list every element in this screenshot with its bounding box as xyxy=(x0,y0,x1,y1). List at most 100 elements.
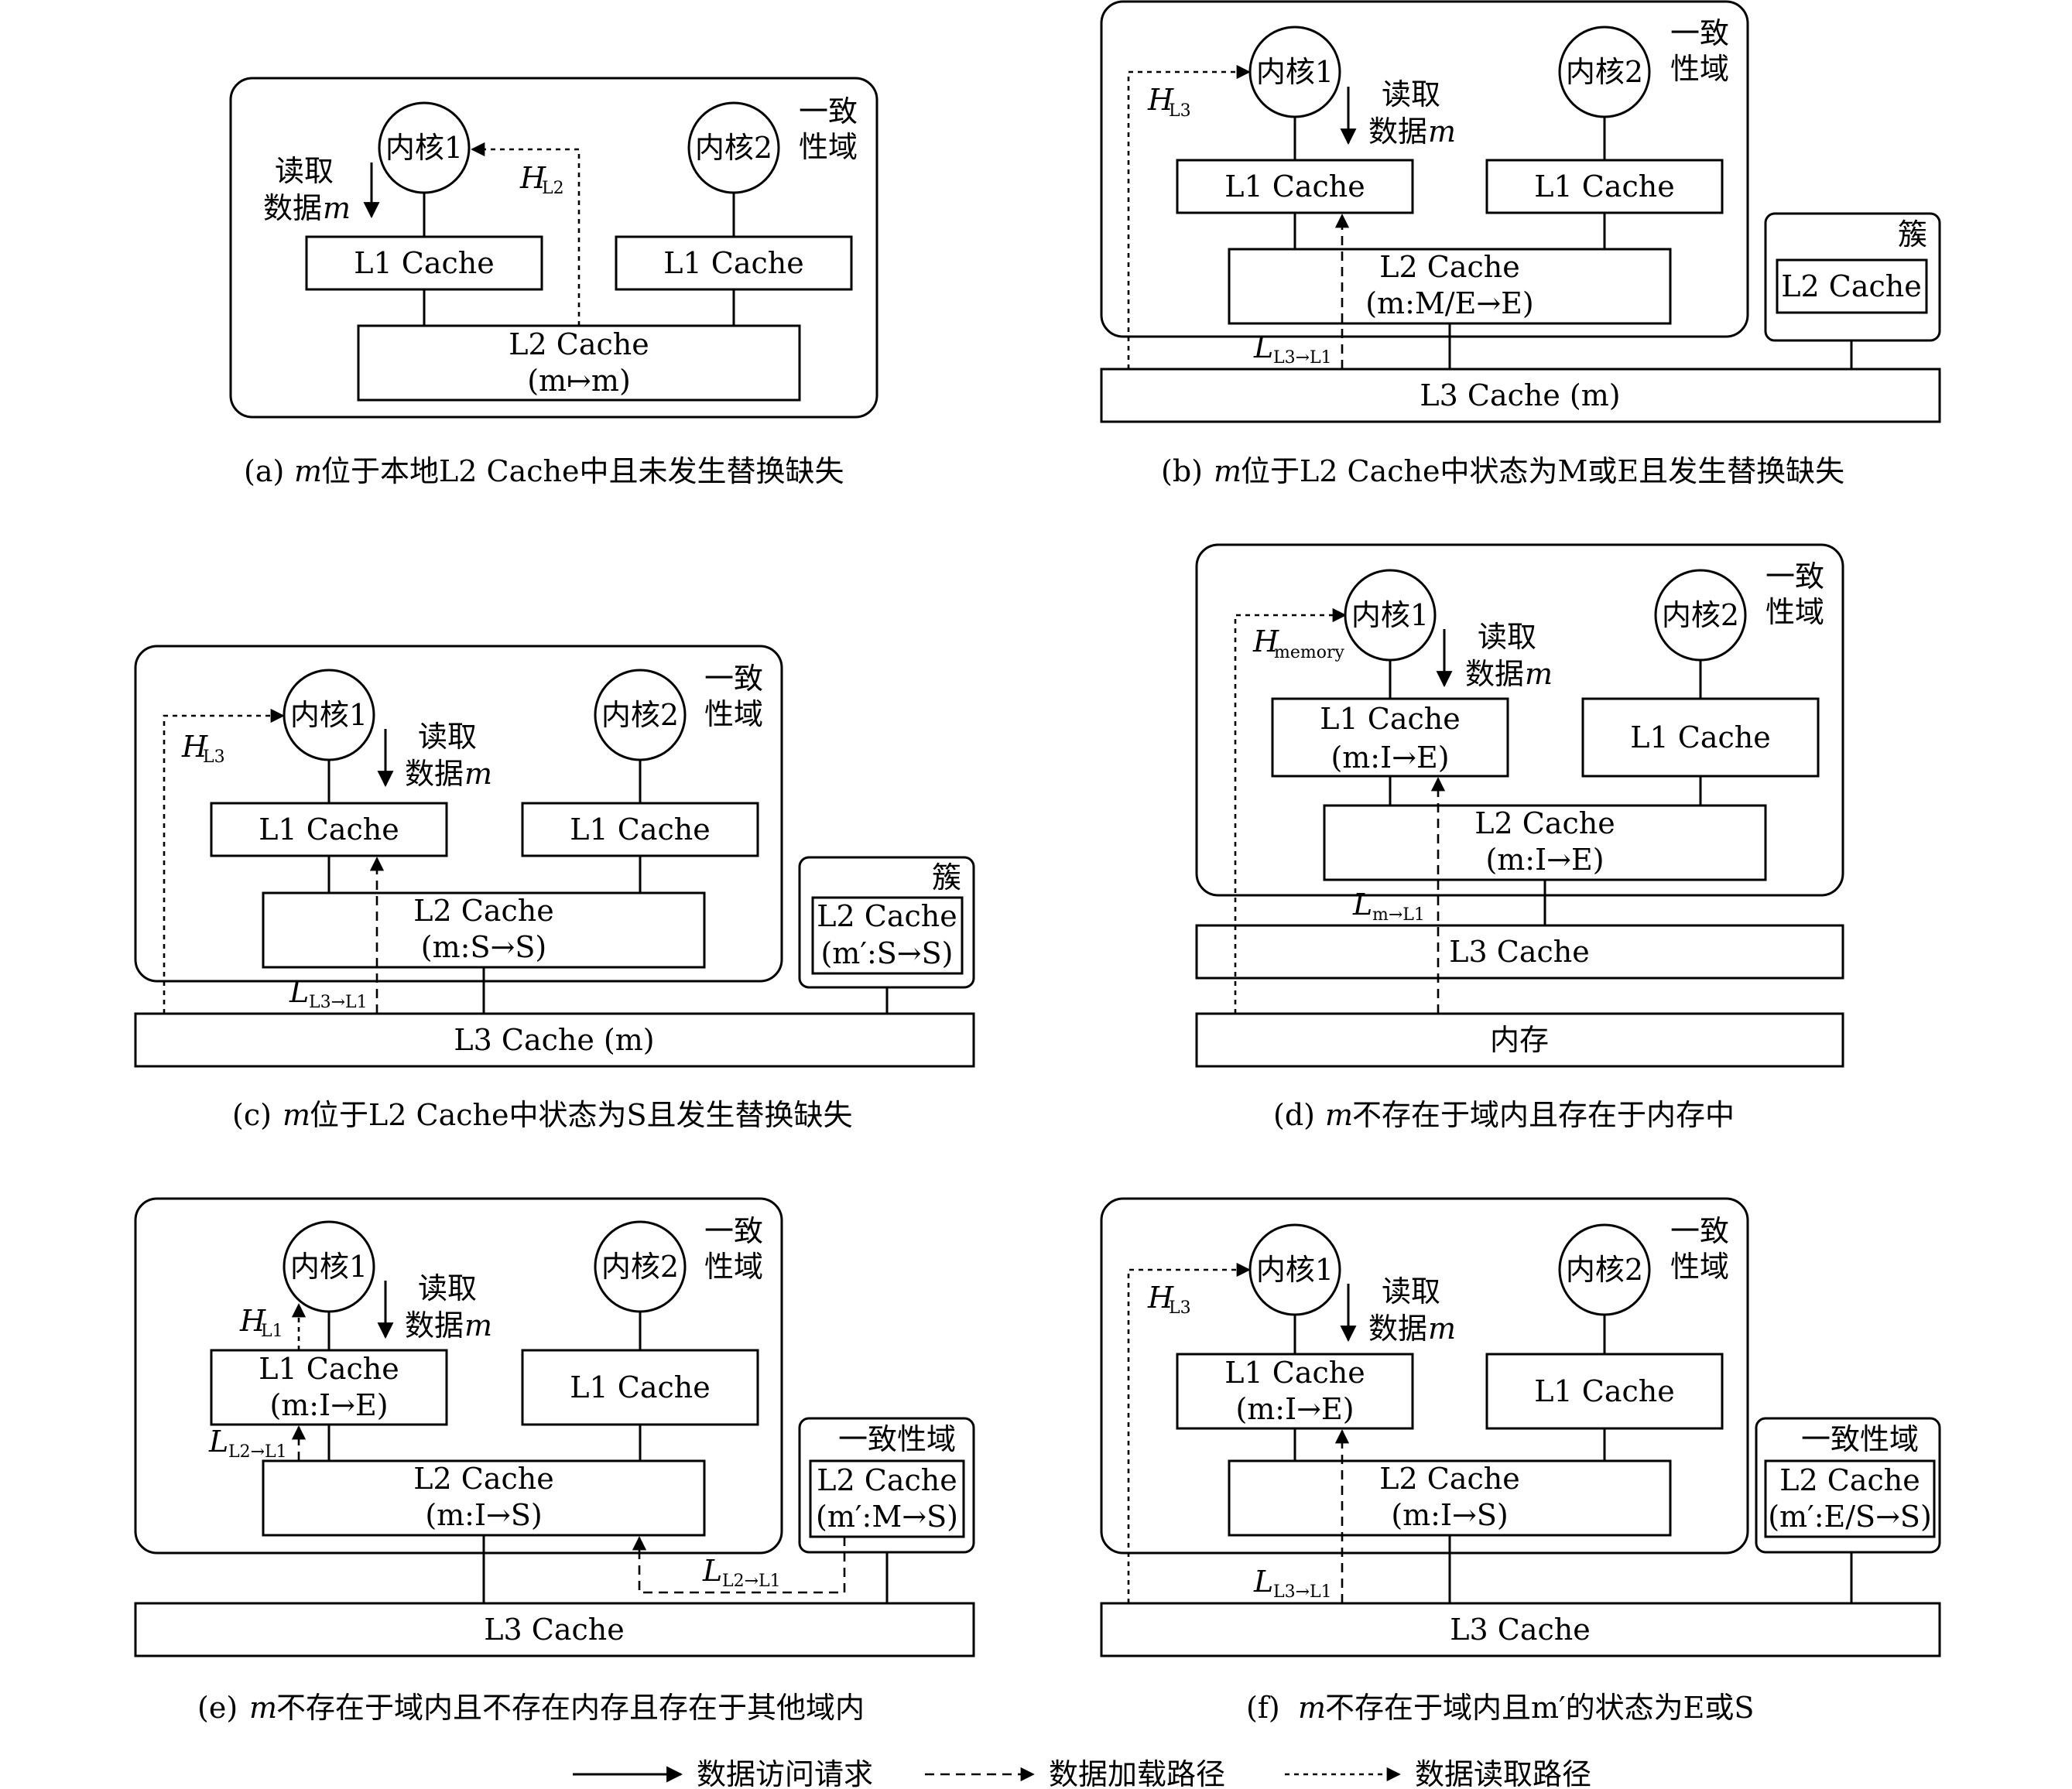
l2-cache-label: L2 Cache xyxy=(509,327,649,361)
read-label-1: 读取 xyxy=(275,154,334,188)
l3-cache xyxy=(1100,368,1941,423)
l1-cache-label: L1 Cache xyxy=(663,246,803,280)
l1-cache-core2 xyxy=(521,802,759,857)
other-l2-state: (m′:E/S→S) xyxy=(1768,1500,1932,1534)
l2-cache-label: L2 Cache xyxy=(1379,1462,1519,1496)
core1-label: 内核1 xyxy=(1256,55,1334,89)
l1-cache-core1 xyxy=(210,802,448,857)
caption-text: 位于L2 Cache中状态为S且发生替换缺失 xyxy=(310,1098,853,1132)
l3-cache xyxy=(1100,1602,1941,1657)
cluster-label: 簇 xyxy=(1898,217,1927,251)
l1-cache-label: L1 Cache xyxy=(1224,1356,1365,1390)
read-label-2: 数据 xyxy=(405,757,464,791)
core2-label: 内核2 xyxy=(695,131,772,165)
other-domain-label: 一致性域 xyxy=(838,1422,956,1456)
l1-state: (m:I→E) xyxy=(1235,1392,1354,1426)
core1-label: 内核1 xyxy=(1351,598,1429,632)
core1-label: 内核1 xyxy=(290,698,368,732)
l2-cache-label: L2 Cache xyxy=(1779,1463,1920,1497)
read-m: m xyxy=(1428,115,1456,149)
caption-text: 不存在于域内且存在于内存中 xyxy=(1352,1098,1735,1132)
caption-text: 位于本地L2 Cache中且未发生替换缺失 xyxy=(321,454,844,488)
read-label-2: 数据 xyxy=(263,191,322,225)
caption-m: m xyxy=(283,1098,310,1132)
panel-f: 一致 性域 内核1 内核2 L1 Cache (m:I→E) L1 Cache … xyxy=(1100,1197,1941,1725)
l1-cache-label: L1 Cache xyxy=(1630,720,1770,754)
caption-text: 位于L2 Cache中状态为M或E且发生替换缺失 xyxy=(1241,454,1844,488)
domain-label-line1: 一致 xyxy=(1670,1214,1729,1248)
l1-state: (m:I→E) xyxy=(269,1388,388,1422)
legend-label-dashed: 数据加载路径 xyxy=(1049,1757,1225,1789)
caption-prefix: (f) xyxy=(1246,1691,1280,1725)
core2-label: 内核2 xyxy=(1662,598,1739,632)
l2-state: (m:S→S) xyxy=(421,930,546,964)
memory-label: 内存 xyxy=(1490,1023,1549,1057)
core2-label: 内核2 xyxy=(601,1250,679,1284)
caption-prefix: (a) xyxy=(244,454,284,488)
load2-sub: L2→L1 xyxy=(722,1572,781,1591)
shared-l2-cache xyxy=(1228,1459,1672,1537)
load-sub: L3→L1 xyxy=(1273,348,1332,368)
l2-state: (m:I→E) xyxy=(1485,843,1604,877)
caption-m: m xyxy=(249,1691,277,1725)
domain-label-line2: 性域 xyxy=(799,130,858,164)
l3-cache xyxy=(1195,924,1844,980)
l2-state: (m:I→S) xyxy=(1391,1498,1508,1532)
hit-label: H xyxy=(239,1304,266,1338)
cluster-label: 簇 xyxy=(932,860,961,894)
l1-cache-label: L1 Cache xyxy=(570,812,710,847)
read-label-2: 数据 xyxy=(405,1308,464,1343)
read-label-1: 读取 xyxy=(1382,1274,1440,1308)
caption-prefix: (c) xyxy=(232,1098,272,1132)
load-sub: L3→L1 xyxy=(1273,1582,1332,1602)
core2-label: 内核2 xyxy=(1566,55,1643,89)
read-label-2: 数据 xyxy=(1465,657,1524,691)
load-label: L xyxy=(1253,330,1273,364)
l1-cache-core1 xyxy=(1176,159,1414,214)
domain-label-line2: 性域 xyxy=(704,697,763,731)
hit-label: H xyxy=(1147,1281,1174,1315)
l3-cache-label: L3 Cache xyxy=(1449,935,1589,969)
l3-cache-label: L3 Cache xyxy=(484,1613,624,1647)
hit-sub: L3 xyxy=(1169,1298,1191,1318)
domain-label-line1: 一致 xyxy=(799,94,858,128)
shared-l2-cache xyxy=(262,891,706,969)
other-domain-box xyxy=(1755,1417,1941,1554)
hit-label: H xyxy=(1147,83,1174,117)
l1-cache-core1 xyxy=(1176,1353,1414,1430)
read-m: m xyxy=(1428,1312,1456,1346)
l2-cache-label: L2 Cache xyxy=(1474,806,1615,840)
l1-cache-label: L1 Cache xyxy=(354,246,494,280)
shared-l2-cache xyxy=(1323,804,1767,881)
l2-cache-label: L2 Cache xyxy=(413,894,553,928)
l1-cache-core2 xyxy=(615,235,853,291)
caption-m: m xyxy=(1214,454,1241,488)
read-label-1: 读取 xyxy=(1478,620,1536,654)
read-m: m xyxy=(464,1308,492,1343)
l3-cache xyxy=(134,1602,975,1657)
load-label: L xyxy=(289,975,309,1009)
l2-state: (m↦m) xyxy=(527,364,631,398)
load2-label: L xyxy=(702,1554,722,1588)
caption-m: m xyxy=(1298,1691,1326,1725)
caption-prefix: (e) xyxy=(197,1691,238,1725)
core2-label: 内核2 xyxy=(1566,1253,1643,1287)
hit-sub: L3 xyxy=(203,747,225,767)
l1-cache-core2 xyxy=(1485,1353,1724,1430)
shared-l2-cache xyxy=(1228,248,1672,325)
other-l2-state: (m′:M→S) xyxy=(816,1500,958,1534)
load-label: L xyxy=(1253,1565,1273,1599)
l1-cache-label: L1 Cache xyxy=(1534,169,1674,204)
caption-prefix: (b) xyxy=(1161,454,1203,488)
read-label-1: 读取 xyxy=(418,1271,477,1305)
read-label-2: 数据 xyxy=(1368,115,1427,149)
l1-state: (m:I→E) xyxy=(1331,741,1449,775)
l1-cache-label: L1 Cache xyxy=(1224,169,1365,204)
read-label-1: 读取 xyxy=(1382,77,1440,111)
hit-label: H xyxy=(519,161,546,195)
l1-cache-core1 xyxy=(210,1349,448,1426)
load-sub: L2→L1 xyxy=(228,1442,287,1462)
shared-l2-cache xyxy=(262,1459,706,1537)
domain-label-line2: 性域 xyxy=(1670,52,1729,86)
hit-label: H xyxy=(181,730,208,764)
